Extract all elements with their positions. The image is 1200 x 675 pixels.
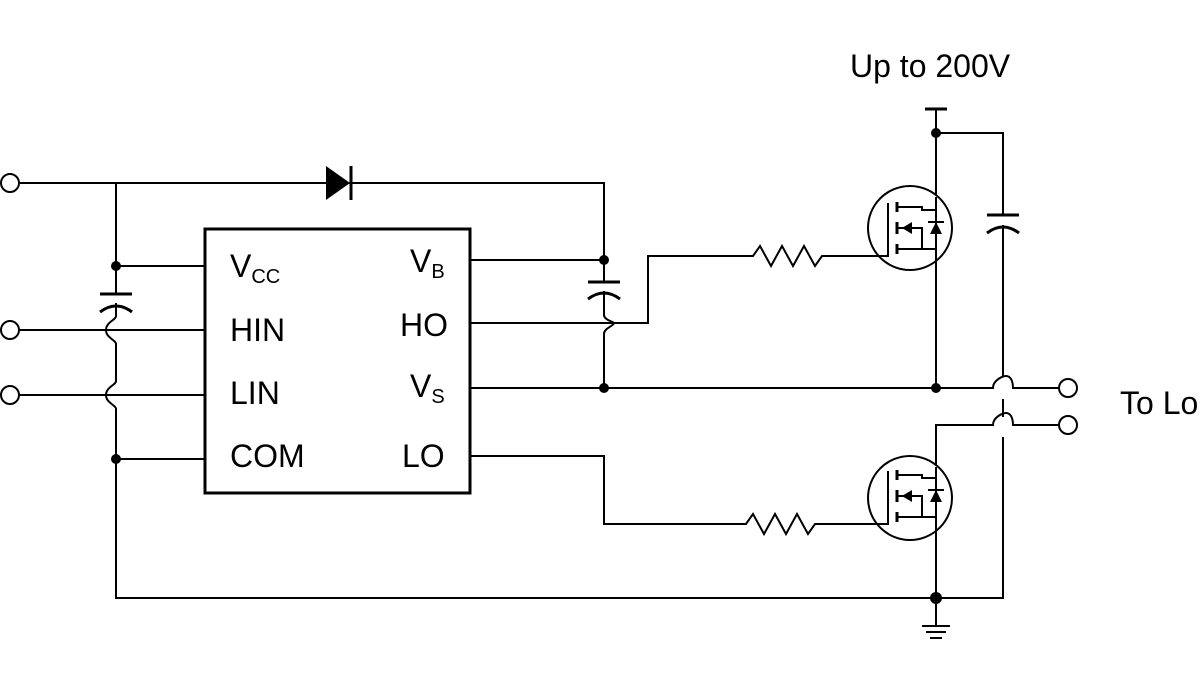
pin-label-hin: HIN xyxy=(230,312,285,348)
supply-symbol xyxy=(925,107,947,199)
ho-gate-wire xyxy=(469,255,746,324)
supply-voltage-label: Up to 200V xyxy=(850,48,1011,84)
bus-capacitor-branch xyxy=(935,132,1020,599)
pin-label-vs: VS xyxy=(410,368,445,408)
driver-ic-body xyxy=(203,227,472,495)
pin-label-lin: LIN xyxy=(230,375,280,411)
ground-icon xyxy=(922,625,950,639)
lin-input-terminal xyxy=(0,385,20,405)
bootstrap-diode xyxy=(326,166,353,200)
pin-label-vb: VB xyxy=(410,243,445,283)
junction-dot xyxy=(930,592,942,604)
vs-node-wire xyxy=(469,374,1059,390)
pin-label-com: COM xyxy=(230,438,305,474)
vcc-input-terminal xyxy=(0,173,20,193)
high-side-mosfet xyxy=(867,185,953,389)
vcc-decoupling-capacitor xyxy=(99,292,133,317)
low-side-mosfet xyxy=(867,411,1059,626)
hin-input-terminal xyxy=(0,320,20,340)
pin-label-vcc: VCC xyxy=(230,248,280,288)
low-side-gate-resistor xyxy=(737,511,826,537)
pin-label-lo: LO xyxy=(402,438,445,474)
lo-gate-wire xyxy=(469,455,739,525)
vcc-rail xyxy=(18,182,605,261)
pin-label-ho: HO xyxy=(400,307,448,343)
load-label: To Lo xyxy=(1120,385,1198,421)
high-side-gate-resistor xyxy=(744,243,833,269)
output-terminal-a xyxy=(1058,378,1078,398)
output-terminal-b xyxy=(1058,415,1078,435)
